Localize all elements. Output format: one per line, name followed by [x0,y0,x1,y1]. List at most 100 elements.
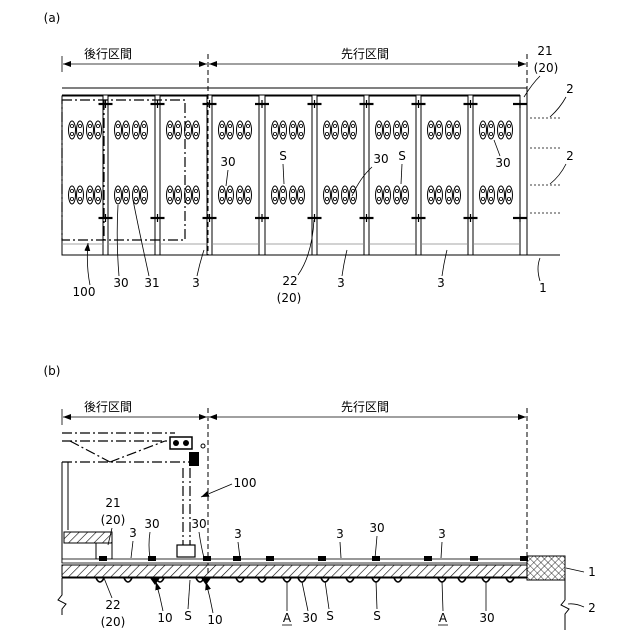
drill-rod [64,532,112,543]
break-mark [561,600,569,630]
callout-22: 22 [282,274,297,288]
anchor-head [482,578,490,582]
panel-layer [62,559,527,563]
anchor-head [506,578,514,582]
callout-31: 31 [144,276,159,290]
joint-anchor [148,556,156,561]
callout-30: 30 [144,517,159,531]
panel-outline [265,96,312,255]
precast-panel [212,96,259,255]
mast-foot [177,545,195,557]
leader-line [376,581,377,609]
front-section-label: 先行区間 [341,47,389,61]
callout-20: (20) [277,291,302,305]
joint-anchor [520,556,528,561]
leader-line [442,581,443,611]
callout-3: 3 [337,276,345,290]
ground-anchors-group [96,578,514,585]
callout-100: 100 [73,285,96,299]
callout-3: 3 [437,276,445,290]
panel-a-plan-view: (a) 後行区間 先行区間 21 (20) 2 2 [44,11,574,305]
panel-b-tag: (b) [44,364,61,378]
callout-1: 1 [539,281,547,295]
panel-outline [473,96,520,255]
leader-line [538,258,540,281]
joint-anchor [99,556,107,561]
panel-outline [369,96,416,255]
callout-30: 30 [479,611,494,625]
joint-anchor [470,556,478,561]
precast-panel [108,96,155,255]
panel-outline [108,96,155,255]
callout-30: 30 [220,155,235,169]
joint-anchor [266,556,274,561]
panel-outline [62,96,103,255]
precast-panel [62,96,103,255]
joint-anchor [424,556,432,561]
leader-line [302,582,308,611]
break-mark [58,578,66,615]
anchor-head [394,578,402,582]
callout-2: 2 [566,149,574,163]
leader-arrow [156,582,163,611]
callout-20: (20) [534,61,559,75]
callout-30: 30 [495,156,510,170]
leader-line [199,532,204,558]
trolley-wheel [173,440,179,446]
leader-line [441,542,442,558]
panel-a-tag: (a) [44,11,61,25]
precast-panel [421,96,468,255]
callout-s: S [279,149,287,163]
leader-line [568,604,584,607]
panel-outline [317,96,364,255]
callout-20: (20) [101,513,126,527]
leader-line [524,76,540,97]
callout-21: 21 [537,44,552,58]
anchor-head [258,578,266,582]
joint-anchor [318,556,326,561]
callout-2: 2 [566,82,574,96]
slab-layer [62,565,527,577]
callout-1: 1 [588,565,596,579]
callout-3: 3 [438,527,446,541]
anchor-head [346,578,354,582]
leader-line [104,578,112,598]
leader-line [550,164,566,184]
callout-3: 3 [234,527,242,541]
anchor-head [236,578,244,582]
callout-30: 30 [369,521,384,535]
anchor-head [124,578,132,582]
callout-3: 3 [192,276,200,290]
callout-100: 100 [234,476,257,490]
panel-outline [212,96,259,255]
callout-s: S [326,609,334,623]
callout-a: A [439,611,448,625]
end-block [527,556,565,580]
rear-section-label: 後行区間 [84,400,132,414]
pulley [201,444,205,448]
panel-b-side-view: (b) 後行区間 先行区間 [44,364,596,630]
construction-machine [62,433,205,563]
callout-3: 3 [336,527,344,541]
leader-line [238,542,240,558]
callout-30: 30 [113,276,128,290]
joint-anchor [372,556,380,561]
callout-a: A [283,611,292,625]
leader-arrow [201,484,232,497]
callout-10: 10 [207,613,222,627]
leader-line [149,532,150,558]
callout-30: 30 [191,517,206,531]
callout-s: S [184,609,192,623]
panel-outline [421,96,468,255]
callout-30: 30 [373,152,388,166]
callout-20: (20) [101,615,126,629]
callout-s: S [398,149,406,163]
leader-line [325,581,329,609]
callout-21: 21 [105,496,120,510]
leader-line [340,542,341,558]
callout-2: 2 [588,601,596,615]
precast-panels-group [62,96,520,255]
leader-line [375,536,377,558]
hoist-block [189,452,199,466]
